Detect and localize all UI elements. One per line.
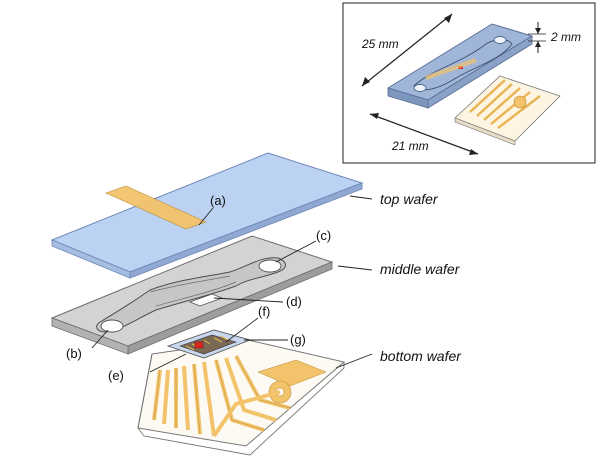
middle-wafer-label: middle wafer <box>380 261 461 277</box>
dim-height-arrowhead-top <box>535 28 541 34</box>
callout-a-label: (a) <box>210 193 226 208</box>
inset-port-right <box>493 36 507 44</box>
dim-height-arrowhead-bottom <box>535 41 541 47</box>
sensor-element <box>194 341 204 349</box>
sensor-chip-die <box>179 334 237 355</box>
inset-glass-stack-front <box>427 35 533 109</box>
callout-d-leader <box>213 297 284 303</box>
bottom-wafer-label: bottom wafer <box>380 348 462 364</box>
callout-b-label: (b) <box>66 346 82 361</box>
bottom-wafer: (f) (g) (e) bottom wafer <box>108 304 462 456</box>
top-wafer-edge-left <box>51 239 131 279</box>
inset-top-strip <box>425 58 477 80</box>
callout-d-label: (d) <box>286 294 302 309</box>
bottom-wafer-edge <box>137 362 345 456</box>
callout-g-label: (g) <box>290 332 306 347</box>
top-electrode-strip <box>105 185 207 230</box>
callout-a-leader <box>198 207 214 226</box>
callout-c-leader <box>275 240 317 263</box>
dim-width-arrow <box>369 113 479 155</box>
bottom-wafer-face <box>137 339 346 447</box>
top-wafer-label: top wafer <box>380 191 439 207</box>
bottom-wafer-leader <box>335 353 373 369</box>
middle-sensor-window <box>188 293 224 307</box>
inset-port-left <box>413 84 427 92</box>
middle-channel <box>96 257 286 333</box>
middle-port-b <box>100 319 124 333</box>
dim-width-arrowhead-start <box>370 113 379 119</box>
callout-f-label: (f) <box>258 304 270 319</box>
dim-width-arrowhead-end <box>469 149 478 155</box>
inset-electrode-traces <box>469 79 541 129</box>
bottom-wafer-edge-left <box>137 353 153 429</box>
inset-assembled-view: 25 mm 21 mm 2 mm <box>342 2 596 164</box>
top-wafer: (a) top wafer <box>50 152 439 279</box>
dim-height-label: 2 mm <box>550 30 581 44</box>
bottom-electrode-pad-trace <box>212 390 281 438</box>
callout-e-label: (e) <box>108 368 124 383</box>
bottom-electrode-traces-outline <box>153 355 291 435</box>
inset-bottom-wafer-side <box>454 117 516 146</box>
middle-wafer-leader <box>337 265 373 271</box>
inset-channel <box>413 39 513 91</box>
callout-b-leader <box>91 329 109 349</box>
callout-e-leader <box>149 353 187 373</box>
middle-wafer: (c) (d) (b) middle wafer <box>50 228 461 361</box>
top-wafer-leader <box>349 195 373 200</box>
dim-length-arrowhead-start <box>362 77 370 86</box>
dim-length-label: 25 mm <box>361 37 399 51</box>
dim-length-arrow <box>361 13 453 87</box>
callout-f-leader <box>225 317 259 343</box>
middle-port-c <box>258 259 282 273</box>
callout-c-label: (c) <box>316 228 331 243</box>
dim-length-arrowhead-end <box>444 14 452 23</box>
dim-width-label: 21 mm <box>391 139 429 153</box>
middle-channel-inner <box>149 275 237 307</box>
inset-electrode-pad <box>513 95 527 109</box>
